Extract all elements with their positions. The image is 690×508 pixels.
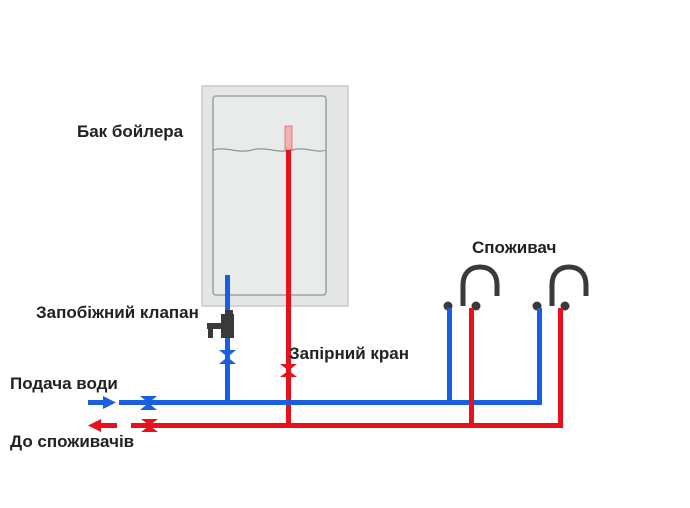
- hot-main-line: [131, 423, 563, 428]
- consumer-label: Споживач: [472, 238, 557, 257]
- water-supply-label: Подача води: [10, 374, 118, 393]
- supply-valve: [140, 396, 157, 410]
- boiler-tank: [201, 85, 349, 307]
- water-level-line: [212, 148, 327, 152]
- to-consumers-label: До споживачів: [10, 432, 135, 451]
- faucet-2: [532, 264, 589, 428]
- water-supply-arrow: [88, 396, 116, 409]
- safety-valve: [207, 310, 234, 338]
- tank-label: Бак бойлера: [77, 122, 184, 141]
- cold-main-line: [119, 400, 542, 405]
- hot-outlet-pipe: [286, 150, 291, 426]
- hot-water-intake: [284, 125, 293, 151]
- consumer-valve: [141, 419, 158, 432]
- shutoff-valve-label: Запірний кран: [289, 344, 409, 363]
- shutoff-valve-symbol: [280, 364, 297, 377]
- to-consumers-arrow: [88, 419, 117, 432]
- inlet-check-valve: [219, 350, 236, 364]
- safety-valve-label: Запобіжний клапан: [36, 303, 199, 322]
- cold-inlet-pipe: [225, 275, 230, 403]
- faucet-1: [443, 264, 500, 428]
